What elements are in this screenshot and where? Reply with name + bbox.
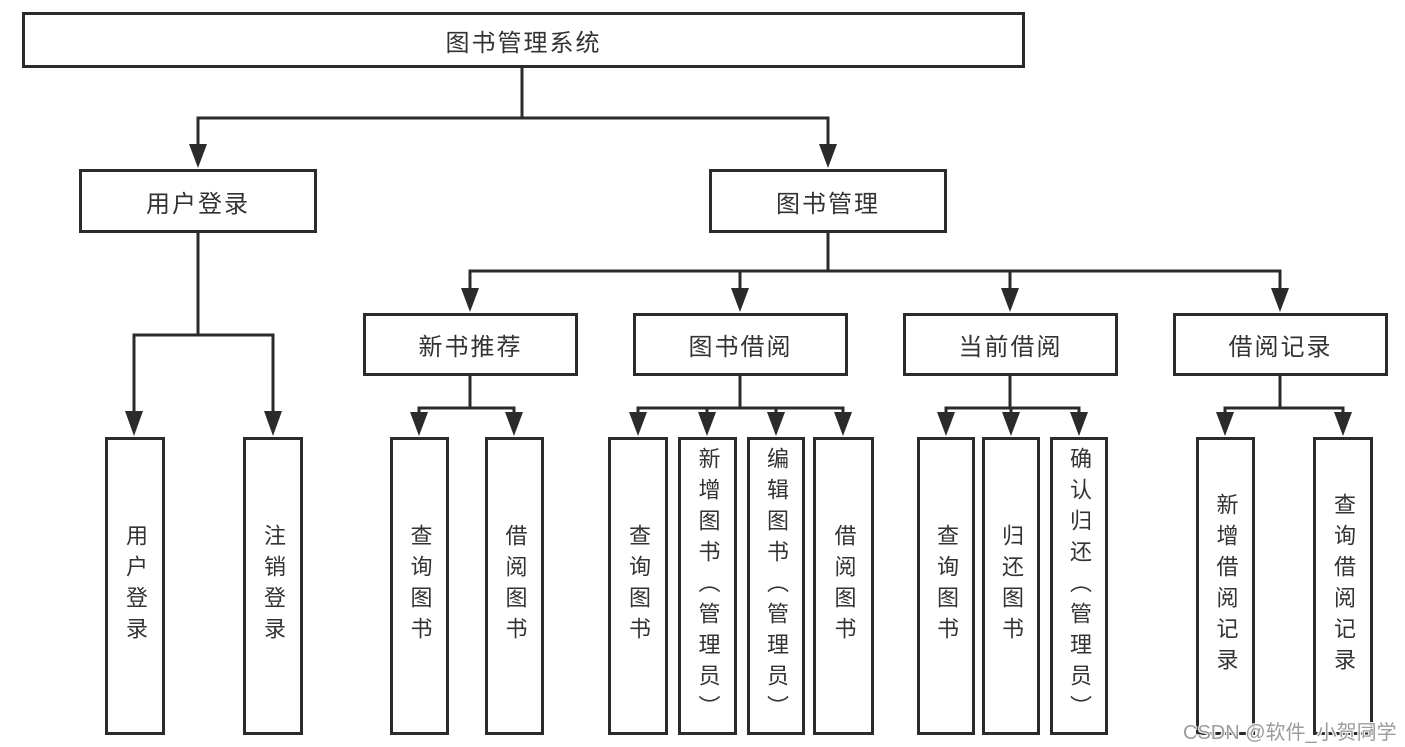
leaf-borrow-add-books-admin-label: 新增图书（管理员） [695,446,721,726]
leaf-borrow-borrow-books-label: 借阅图书 [831,524,857,648]
arrowheads [125,144,1352,436]
leaf-records-query-record-label: 查询借阅记录 [1331,493,1356,679]
leaf-borrow-add-books-admin: 新增图书（管理员） [678,437,737,735]
node-book-borrow-label: 图书借阅 [688,334,793,361]
node-current-borrow: 当前借阅 [903,313,1118,376]
node-book-management: 图书管理 [709,169,947,233]
leaf-borrow-edit-books-admin-label: 编辑图书（管理员） [764,446,789,726]
leaf-logout: 注销登录 [243,437,303,735]
leaf-newbook-query-books: 查询图书 [390,437,449,735]
node-book-borrow: 图书借阅 [633,313,848,376]
node-new-book-recommend-label: 新书推荐 [418,334,523,361]
leaf-newbook-borrow-books: 借阅图书 [485,437,544,735]
node-user-login-label: 用户登录 [146,190,250,218]
leaf-current-query-books-label: 查询图书 [934,524,959,648]
leaf-newbook-borrow-books-label: 借阅图书 [502,524,528,648]
leaf-borrow-query-books-label: 查询图书 [626,524,651,648]
leaf-user-login-label: 用户登录 [123,524,148,648]
connector-path [132,66,1345,414]
node-borrow-records-label: 借阅记录 [1228,334,1333,361]
leaf-records-add-record-label: 新增借阅记录 [1213,493,1239,679]
node-current-borrow-label: 当前借阅 [958,334,1063,361]
node-root: 图书管理系统 [22,12,1025,68]
leaf-newbook-query-books-label: 查询图书 [407,524,433,648]
leaf-logout-label: 注销登录 [261,524,286,648]
leaf-borrow-query-books: 查询图书 [608,437,668,735]
leaf-records-add-record: 新增借阅记录 [1196,437,1255,735]
node-book-management-label: 图书管理 [776,190,880,218]
leaf-current-query-books: 查询图书 [917,437,975,735]
node-borrow-records: 借阅记录 [1173,313,1388,376]
leaf-borrow-edit-books-admin: 编辑图书（管理员） [747,437,805,735]
leaf-user-login: 用户登录 [105,437,165,735]
node-root-label: 图书管理系统 [445,29,602,57]
leaf-records-query-record: 查询借阅记录 [1313,437,1373,735]
node-new-book-recommend: 新书推荐 [363,313,578,376]
leaf-current-confirm-return-admin-label: 确认归还（管理员） [1067,446,1092,726]
leaf-current-return-books: 归还图书 [982,437,1040,735]
node-user-login: 用户登录 [79,169,317,233]
leaf-borrow-borrow-books: 借阅图书 [813,437,874,735]
leaf-current-return-books-label: 归还图书 [999,524,1024,648]
leaf-current-confirm-return-admin: 确认归还（管理员） [1050,437,1108,735]
csdn-watermark: CSDN @软件_小贺同学 [1183,722,1397,744]
